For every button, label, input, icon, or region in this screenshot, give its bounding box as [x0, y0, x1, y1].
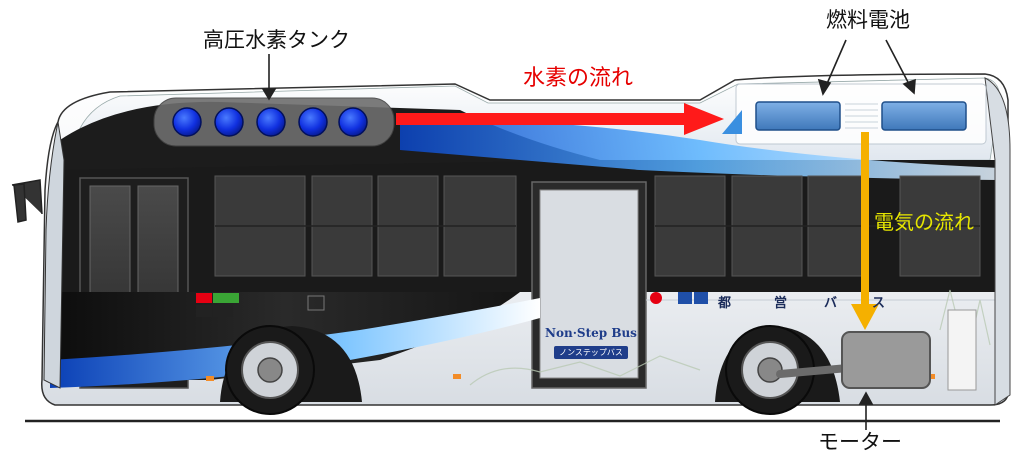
- tank-5: [338, 107, 368, 137]
- badge-dark-1: [196, 305, 212, 317]
- operator-char-2: 営: [774, 296, 788, 311]
- rear-wheel: [715, 325, 840, 415]
- operator-char-3: バ: [824, 296, 838, 311]
- blue-swoosh-upper: [400, 118, 1000, 180]
- operator-char-1: 都: [718, 296, 732, 311]
- front-wheel: [220, 325, 362, 415]
- bus-front: [43, 121, 65, 389]
- badge-red: [196, 293, 212, 303]
- non-step-title: Non·Step Bus: [545, 326, 637, 340]
- fuel-cell-grille: [845, 103, 878, 129]
- motor-shaft: [776, 364, 852, 378]
- body-placard: [307, 295, 325, 311]
- non-step-subtitle: ノンステップバス: [554, 346, 628, 359]
- tank-4: [298, 107, 328, 137]
- electric-flow-label: 電気の流れ: [874, 210, 974, 234]
- tank-1: [172, 107, 202, 137]
- electric-flow-arrow: [851, 132, 879, 330]
- fuel-cell-pointer-left: [825, 39, 847, 87]
- hydrogen-flow-label: 水素の流れ: [523, 66, 634, 91]
- motor-label: モーター: [818, 430, 902, 454]
- bus-rear: [984, 77, 1011, 406]
- hydrogen-flow-arrow: [396, 103, 724, 135]
- mirror: [11, 179, 43, 223]
- pointer-lines: [261, 39, 916, 430]
- fuel-cell-right: [881, 101, 967, 131]
- hydrogen-tanks: [172, 107, 368, 137]
- tank-3: [256, 107, 286, 137]
- tank-label: 高圧水素タンク: [203, 28, 350, 52]
- operator-char-4: ス: [872, 296, 886, 311]
- non-step-bus-badge: Non·Step Bus ノンステップバス: [540, 326, 642, 359]
- fuel-cell-pointer-right: [885, 39, 911, 87]
- motor: [841, 331, 931, 389]
- fuel-cell-left: [755, 101, 841, 131]
- tank-2: [214, 107, 244, 137]
- fuel-cell-label: 燃料電池: [826, 8, 910, 32]
- badge-accessible-1: [678, 292, 692, 304]
- badge-no-entry: [650, 292, 662, 304]
- rear-vent: [947, 309, 977, 391]
- badge-green: [213, 293, 239, 303]
- badge-dark-2: [213, 305, 233, 317]
- badge-accessible-2: [694, 292, 708, 304]
- fuel-cell-accent: [722, 110, 742, 134]
